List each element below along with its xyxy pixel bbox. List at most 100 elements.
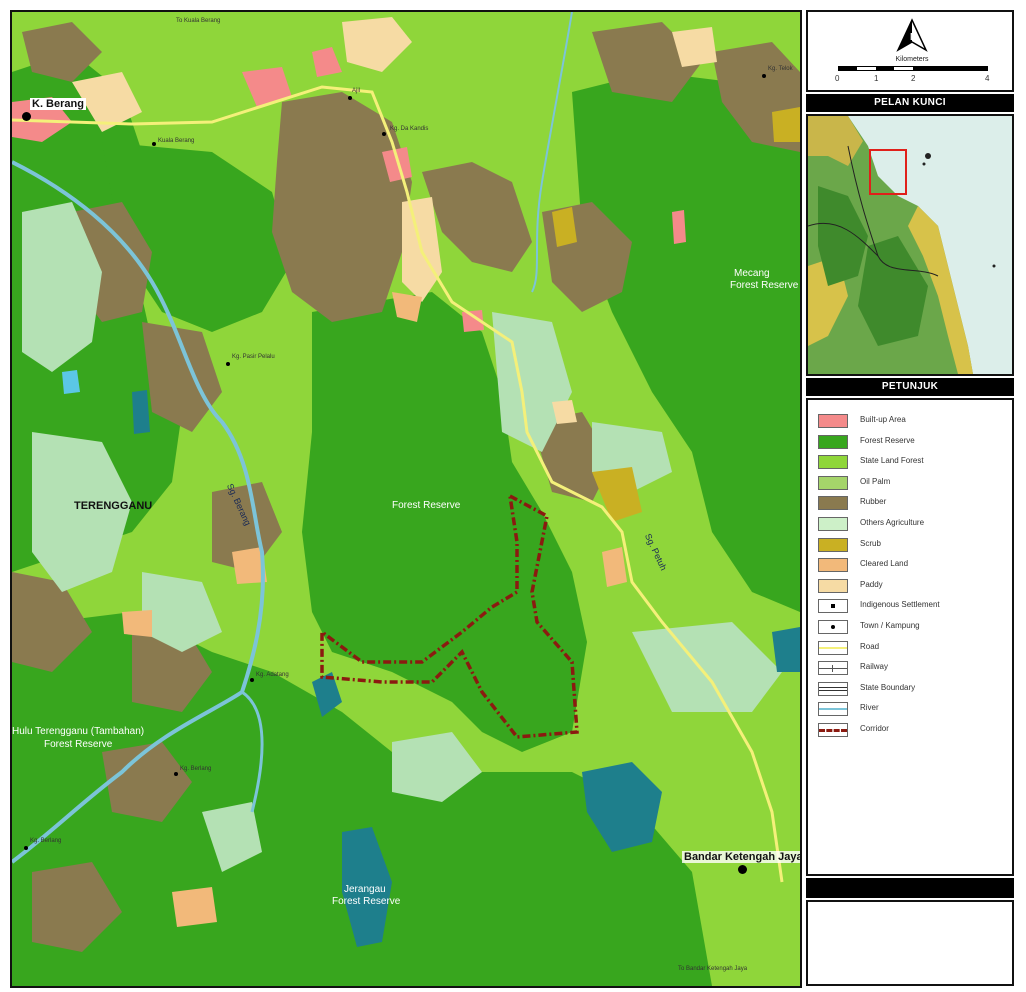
rubber-patch bbox=[212, 482, 282, 572]
scale-bar bbox=[838, 66, 988, 71]
paddy-patch bbox=[72, 72, 142, 132]
kg-pasir-pelalu-label: Kg. Pasir Pelalu bbox=[232, 354, 275, 360]
title-block bbox=[806, 900, 1014, 986]
legend-swatch bbox=[818, 496, 848, 511]
to-bandar-label: To Bandar Ketengah Jaya bbox=[678, 966, 748, 972]
legend-swatch bbox=[818, 517, 848, 531]
built-up-area bbox=[382, 147, 412, 182]
hulu-fr-label-1: Hulu Terengganu (Tambahan) bbox=[12, 726, 145, 737]
mecang-fr-label-2: Forest Reserve bbox=[730, 280, 799, 291]
legend-label: Forest Reserve bbox=[860, 435, 915, 445]
rubber-patch bbox=[32, 862, 122, 952]
jerangau-fr-label-2: Forest Reserve bbox=[332, 896, 401, 907]
k-berang-town-marker bbox=[22, 112, 31, 121]
rubber-patch bbox=[592, 22, 702, 102]
cleared-land-patch bbox=[122, 610, 152, 637]
map-canvas bbox=[12, 12, 800, 986]
kg-telok-marker bbox=[762, 74, 766, 78]
central-forest-reserve-area bbox=[302, 292, 587, 752]
others-agriculture-patch bbox=[22, 202, 102, 372]
corridor-boundary bbox=[320, 492, 579, 739]
built-up-area bbox=[312, 47, 342, 77]
title-block-header bbox=[806, 878, 1014, 898]
legend-swatch bbox=[818, 537, 848, 552]
scrub-patch bbox=[592, 467, 642, 522]
key-map-title: PELAN KUNCI bbox=[806, 94, 1014, 112]
kg-adatang-marker bbox=[250, 678, 254, 682]
northwest-forest-patch bbox=[102, 142, 292, 332]
others-agriculture-patch bbox=[32, 432, 132, 592]
kg-berlang-marker bbox=[174, 772, 178, 776]
kg-adatang-label: Kg. Adatang bbox=[256, 672, 289, 678]
legend-swatch bbox=[818, 681, 848, 696]
others-agriculture-patch bbox=[632, 622, 782, 712]
scale-tick-0: 0 bbox=[835, 74, 840, 83]
kg-berlang-2-marker bbox=[24, 846, 28, 850]
bandar-ketengah-jaya-label: Bandar Ketengah Jaya bbox=[682, 851, 800, 863]
legend-swatch bbox=[818, 414, 848, 428]
key-map-canvas bbox=[807, 116, 1012, 374]
legend-label: Paddy bbox=[860, 579, 883, 589]
built-up-area bbox=[672, 210, 686, 244]
ajil-label: Ajil bbox=[352, 88, 361, 94]
forest-reserve-label: Forest Reserve bbox=[392, 500, 461, 511]
rubber-patch bbox=[102, 742, 192, 822]
legend-swatch bbox=[818, 661, 848, 676]
bandar-ketengah-jaya-marker bbox=[738, 865, 747, 874]
water-body bbox=[132, 390, 150, 434]
rubber-patch bbox=[22, 22, 102, 82]
legend-label: State Land Forest bbox=[860, 456, 924, 466]
river-north bbox=[531, 12, 573, 293]
paddy-patch bbox=[342, 17, 412, 72]
to-kuala-berang-label: To Kuala Berang bbox=[176, 18, 221, 24]
built-up-area bbox=[462, 310, 484, 332]
legend-swatch bbox=[818, 578, 848, 593]
water-body bbox=[582, 762, 662, 852]
legend-swatch bbox=[818, 455, 848, 470]
legend-label: Corridor bbox=[860, 724, 889, 733]
legend-label: Town / Kampung bbox=[860, 621, 920, 630]
legend-swatch bbox=[818, 640, 848, 655]
legend-swatch bbox=[818, 702, 848, 717]
legend-swatch bbox=[818, 434, 848, 449]
legend-label: Rubber bbox=[860, 497, 887, 507]
terengganu-label: TERENGGANU bbox=[74, 500, 153, 512]
kg-da-kandis-label: Kg. Da Kandis bbox=[390, 126, 429, 132]
legend-swatch bbox=[818, 475, 848, 490]
rubber-patch bbox=[422, 162, 532, 272]
paddy-patch bbox=[672, 27, 717, 67]
scale-tick-2: 2 bbox=[911, 74, 916, 83]
legend-swatch bbox=[818, 558, 848, 573]
cleared-land-patch bbox=[232, 547, 267, 584]
mecang-forest-reserve-area bbox=[572, 72, 800, 612]
legend-label: Cleared Land bbox=[860, 559, 909, 569]
land-use-map[interactable]: K. Berang TERENGGANU Forest Reserve Meca… bbox=[10, 10, 802, 988]
cleared-land-patch bbox=[172, 887, 217, 927]
jerangau-fr-label-1: Jerangau bbox=[344, 884, 386, 895]
svg-text:N: N bbox=[910, 32, 917, 43]
water-body bbox=[62, 370, 80, 394]
kg-da-kandis-marker bbox=[382, 132, 386, 136]
cleared-land-patch bbox=[602, 547, 627, 587]
rubber-patch bbox=[12, 572, 92, 672]
water-body bbox=[342, 827, 392, 947]
study-area-highlight bbox=[869, 149, 907, 195]
scale-unit-label: Kilometers bbox=[895, 56, 929, 63]
others-agriculture-patch bbox=[142, 572, 222, 652]
kg-berlang-2-label: Kg. Berlang bbox=[30, 838, 62, 844]
north-scale-box: N Kilometers 0 1 2 4 bbox=[806, 10, 1014, 92]
key-map-box bbox=[806, 114, 1014, 376]
sg-berang-river bbox=[12, 160, 265, 864]
others-agriculture-patch bbox=[202, 802, 262, 872]
ajil-marker bbox=[348, 96, 352, 100]
hulu-fr-label-2: Forest Reserve bbox=[44, 739, 113, 750]
scrub-patch bbox=[772, 107, 800, 142]
legend-label: Scrub bbox=[860, 538, 881, 548]
river-branch bbox=[241, 690, 264, 813]
legend-label: Built-up Area bbox=[860, 415, 906, 424]
map-sidebar: N Kilometers 0 1 2 4 PELAN KUNCI bbox=[804, 10, 1016, 988]
legend-label: Railway bbox=[860, 662, 889, 672]
legend-label: Road bbox=[860, 641, 880, 651]
